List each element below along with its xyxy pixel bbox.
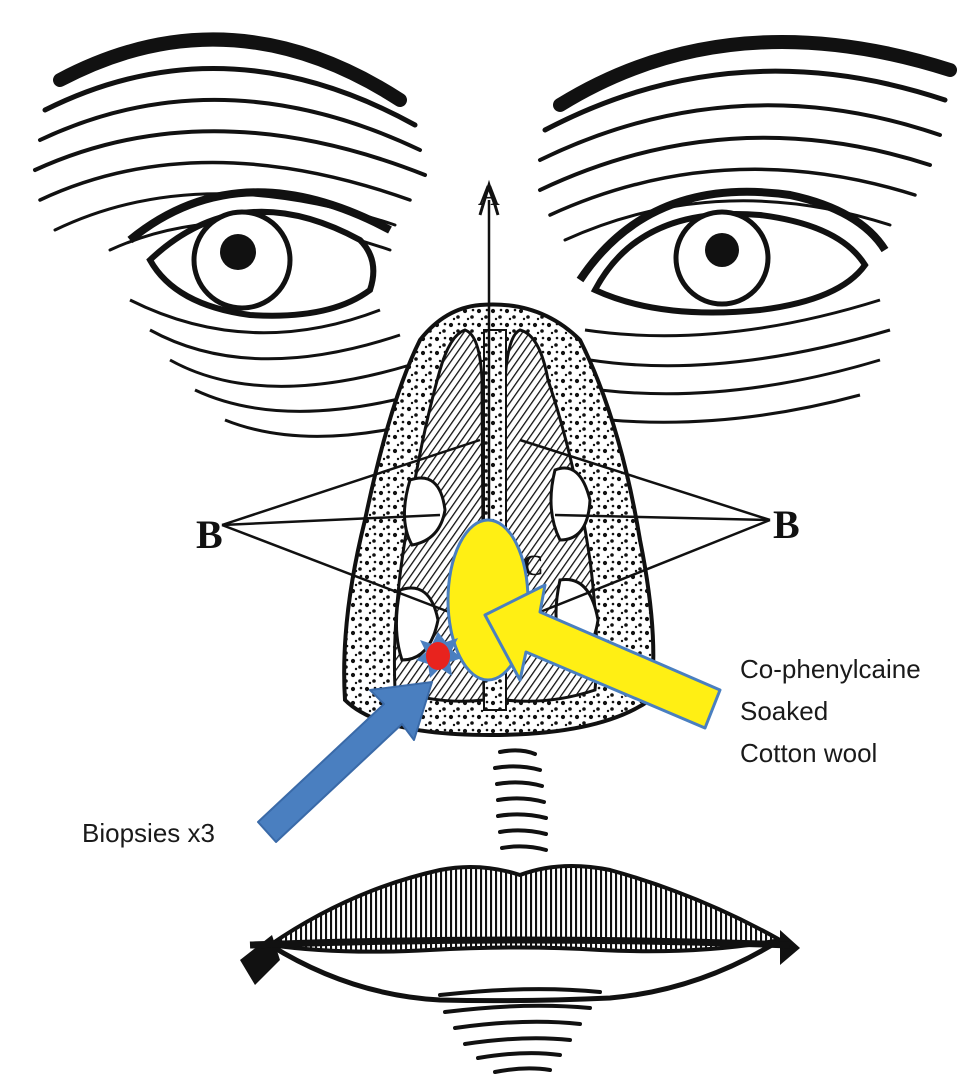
label-cotton-wool: Cotton wool bbox=[740, 738, 877, 768]
right-eyebrow bbox=[540, 42, 950, 240]
right-eye bbox=[580, 192, 890, 422]
mouth bbox=[240, 866, 800, 1001]
philtrum bbox=[495, 750, 546, 850]
point-label-b-right: B bbox=[773, 502, 800, 547]
point-label-b-left: B bbox=[196, 512, 223, 557]
biopsy-arrow bbox=[258, 682, 432, 842]
label-biopsies: Biopsies x3 bbox=[82, 818, 215, 848]
point-label-a: A bbox=[478, 179, 500, 212]
label-soaked: Soaked bbox=[740, 696, 828, 726]
label-cophenylcaine: Co-phenylcaine bbox=[740, 654, 921, 684]
